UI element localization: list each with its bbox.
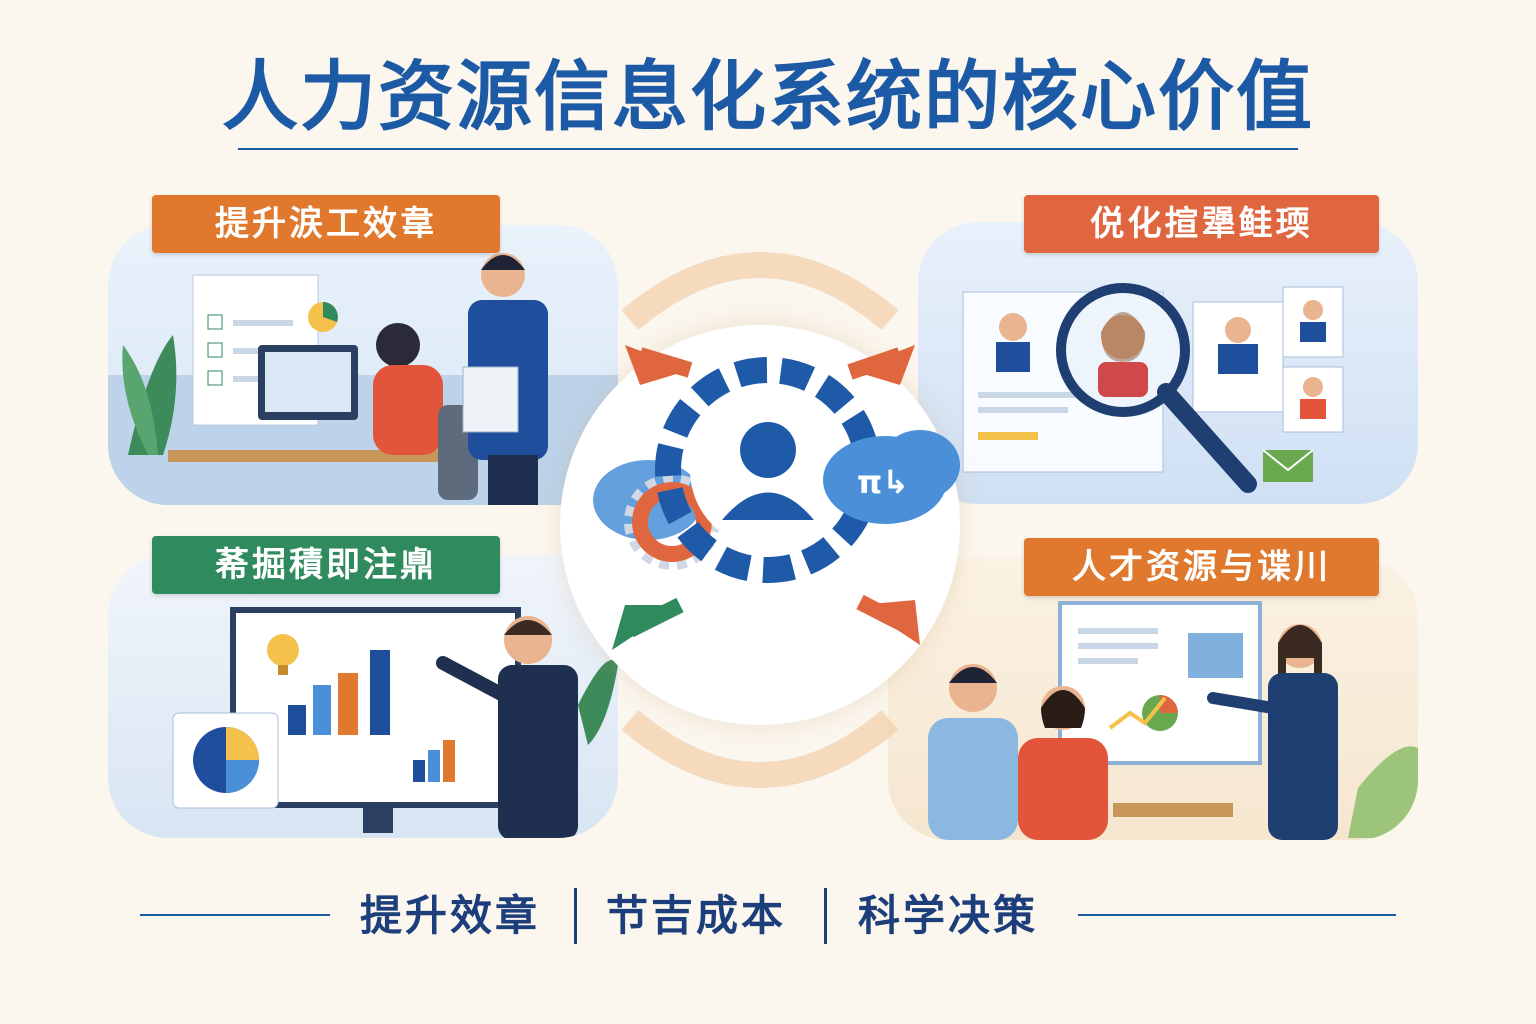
page-title: 人力资源信息化系统的核心价值 — [222, 52, 1314, 141]
meeting-table — [1113, 803, 1233, 817]
presenter — [498, 665, 578, 838]
bottom-rule-right — [1078, 914, 1396, 916]
panel-label-analytics: 莃掘積即注鼑 — [152, 536, 500, 594]
trainer — [1268, 673, 1338, 840]
mail-icon — [1263, 450, 1313, 482]
panel-efficiency — [108, 225, 618, 505]
office-work-illustration — [108, 253, 618, 505]
panel-training — [888, 558, 1418, 840]
recruitment-illustration — [962, 283, 1344, 493]
panel-label-training: 人才资源与谍川 — [1024, 538, 1379, 596]
panel-recruitment — [918, 222, 1418, 504]
woman-at-desk — [373, 365, 443, 455]
benefit-decision: 科学决策 — [858, 891, 1039, 940]
attendee — [1018, 738, 1108, 840]
benefit-cost: 节吉成本 — [606, 891, 787, 940]
training-illustration — [928, 601, 1418, 840]
panel-label-recruitment: 侻化揎犟鲑瑌 — [1024, 195, 1379, 253]
attendee — [928, 718, 1018, 840]
benefit-divider — [824, 888, 827, 944]
bottom-rule-left — [140, 914, 330, 916]
lightbulb-icon — [267, 634, 299, 666]
title-underline — [238, 148, 1298, 150]
benefit-divider — [574, 888, 577, 944]
benefit-efficiency: 提升效章 — [360, 891, 541, 940]
desk — [168, 450, 448, 462]
cloud-label: π↳ — [856, 463, 910, 501]
panel-label-efficiency: 提升涙工效韋 — [152, 195, 500, 253]
center-hub — [560, 325, 960, 725]
panel-analytics — [108, 555, 618, 838]
analytics-illustration — [172, 607, 618, 838]
